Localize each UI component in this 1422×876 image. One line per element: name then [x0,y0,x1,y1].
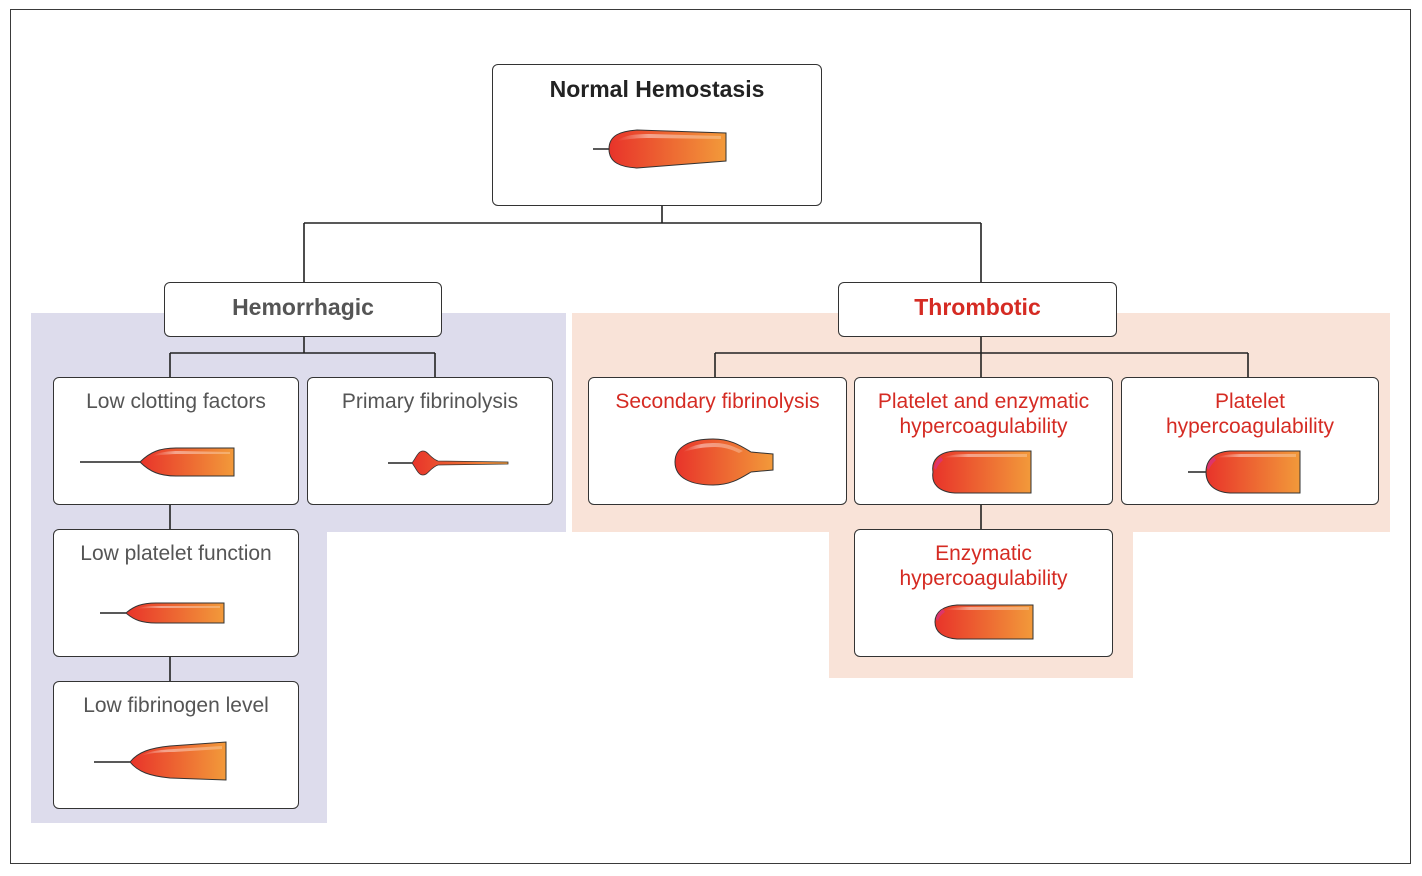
figure-frame [10,9,1411,864]
low-clotting-trace-icon [80,447,235,477]
primary-fibrinolysis-trace-icon [388,450,509,476]
normal-hemostasis-box: Normal Hemostasis [492,64,822,206]
secondary-fibrinolysis-label: Secondary fibrinolysis [615,390,820,413]
low-platelet-function-label: Low platelet function [80,542,272,565]
primary-fibrinolysis-label: Primary fibrinolysis [341,390,519,413]
low-platelet-function-box: Low platelet function [53,529,299,657]
platelet-hyper-trace-icon [1188,450,1301,494]
enzymatic-hypercoagulability-box: Enzymatic hypercoagulability [854,529,1113,657]
low-fibrinogen-level-label: Low fibrinogen level [83,694,269,717]
low-fibrinogen-trace-icon [94,741,227,781]
enzymatic-hypercoagulability-label: Enzymatic hypercoagulability [899,542,1068,590]
low-clotting-factors-box: Low clotting factors [53,377,299,505]
hemorrhagic-label: Hemorrhagic [232,294,374,320]
primary-fibrinolysis-box: Primary fibrinolysis [307,377,553,505]
hemorrhagic-box: Hemorrhagic [164,282,442,337]
platelet-and-enzymatic-hypercoagulability-box: Platelet and enzymatic hypercoagulabilit… [854,377,1113,505]
low-platelet-trace-icon [100,602,225,624]
normal-hemostasis-label: Normal Hemostasis [549,76,765,102]
platelet-hypercoagulability-box: Platelet hypercoagulability [1121,377,1379,505]
thrombotic-label: Thrombotic [914,294,1041,320]
platelet-hypercoagulability-label: Platelet hypercoagulability [1165,390,1335,438]
secondary-fibrinolysis-trace-icon [674,438,774,486]
platelet-enzymatic-trace-icon [932,450,1032,494]
low-fibrinogen-level-box: Low fibrinogen level [53,681,299,809]
platelet-and-enzymatic-hypercoagulability-label: Platelet and enzymatic hypercoagulabilit… [877,390,1090,438]
enzymatic-hyper-trace-icon [934,604,1034,640]
normal-trace-icon [593,129,727,169]
low-clotting-factors-label: Low clotting factors [86,390,266,413]
thrombotic-box: Thrombotic [838,282,1117,337]
secondary-fibrinolysis-box: Secondary fibrinolysis [588,377,847,505]
